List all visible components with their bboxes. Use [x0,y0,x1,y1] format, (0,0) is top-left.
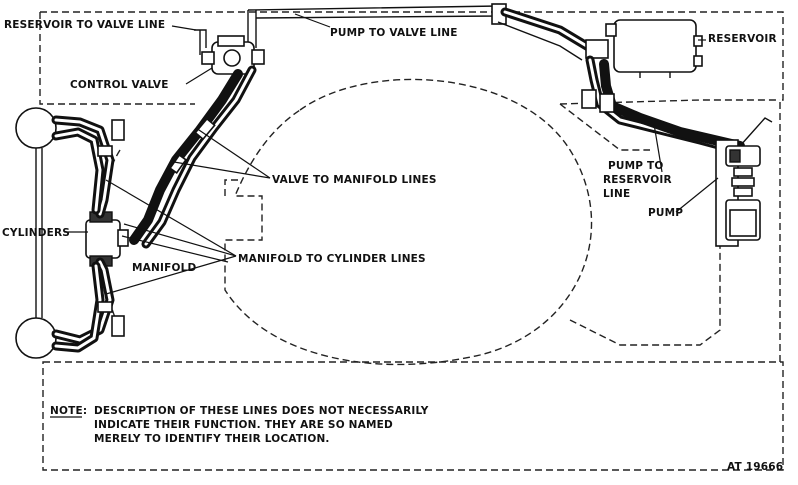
label-manifold-to-cylinder-lines: MANIFOLD TO CYLINDER LINES [238,253,426,265]
label-pump: PUMP [648,207,683,219]
label-reservoir: RESERVOIR [708,33,777,45]
note-line-2: INDICATE THEIR FUNCTION. THEY ARE SO NAM… [94,419,393,431]
label-pump-to-valve-line: PUMP TO VALVE LINE [330,27,458,39]
leader-lines [64,13,719,295]
reservoir-to-valve-line [194,29,207,55]
label-pump-to-reservoir-line-2: RESERVOIR [603,174,672,186]
manifold [85,211,129,267]
valve-to-manifold-lines [129,65,257,249]
pump-to-reservoir-line [581,55,773,153]
cylinders [15,107,57,359]
label-control-valve: CONTROL VALVE [70,79,169,91]
pump [715,139,761,247]
manifold-to-cylinder-lines [51,115,125,353]
figure-id: AT 19666 [727,461,783,473]
label-reservoir-to-valve-line: RESERVOIR TO VALVE LINE [4,19,165,31]
note-prefix: NOTE: [50,405,87,417]
labels: RESERVOIR TO VALVE LINE PUMP TO VALVE LI… [2,19,777,274]
label-pump-to-reservoir-line-3: LINE [603,188,630,200]
label-pump-to-reservoir-line-1: PUMP TO [608,160,664,172]
reservoir [585,19,703,78]
hull-opening-outline [224,78,593,366]
control-valve [201,35,265,75]
label-manifold: MANIFOLD [132,262,196,274]
note-block: NOTE: DESCRIPTION OF THESE LINES DOES NO… [50,405,429,445]
label-cylinders: CYLINDERS [2,227,70,239]
label-valve-to-manifold-lines: VALVE TO MANIFOLD LINES [272,174,437,186]
pump-to-valve-line [247,3,595,61]
note-line-1: DESCRIPTION OF THESE LINES DOES NOT NECE… [94,405,429,417]
note-line-3: MERELY TO IDENTIFY THEIR LOCATION. [94,433,330,445]
